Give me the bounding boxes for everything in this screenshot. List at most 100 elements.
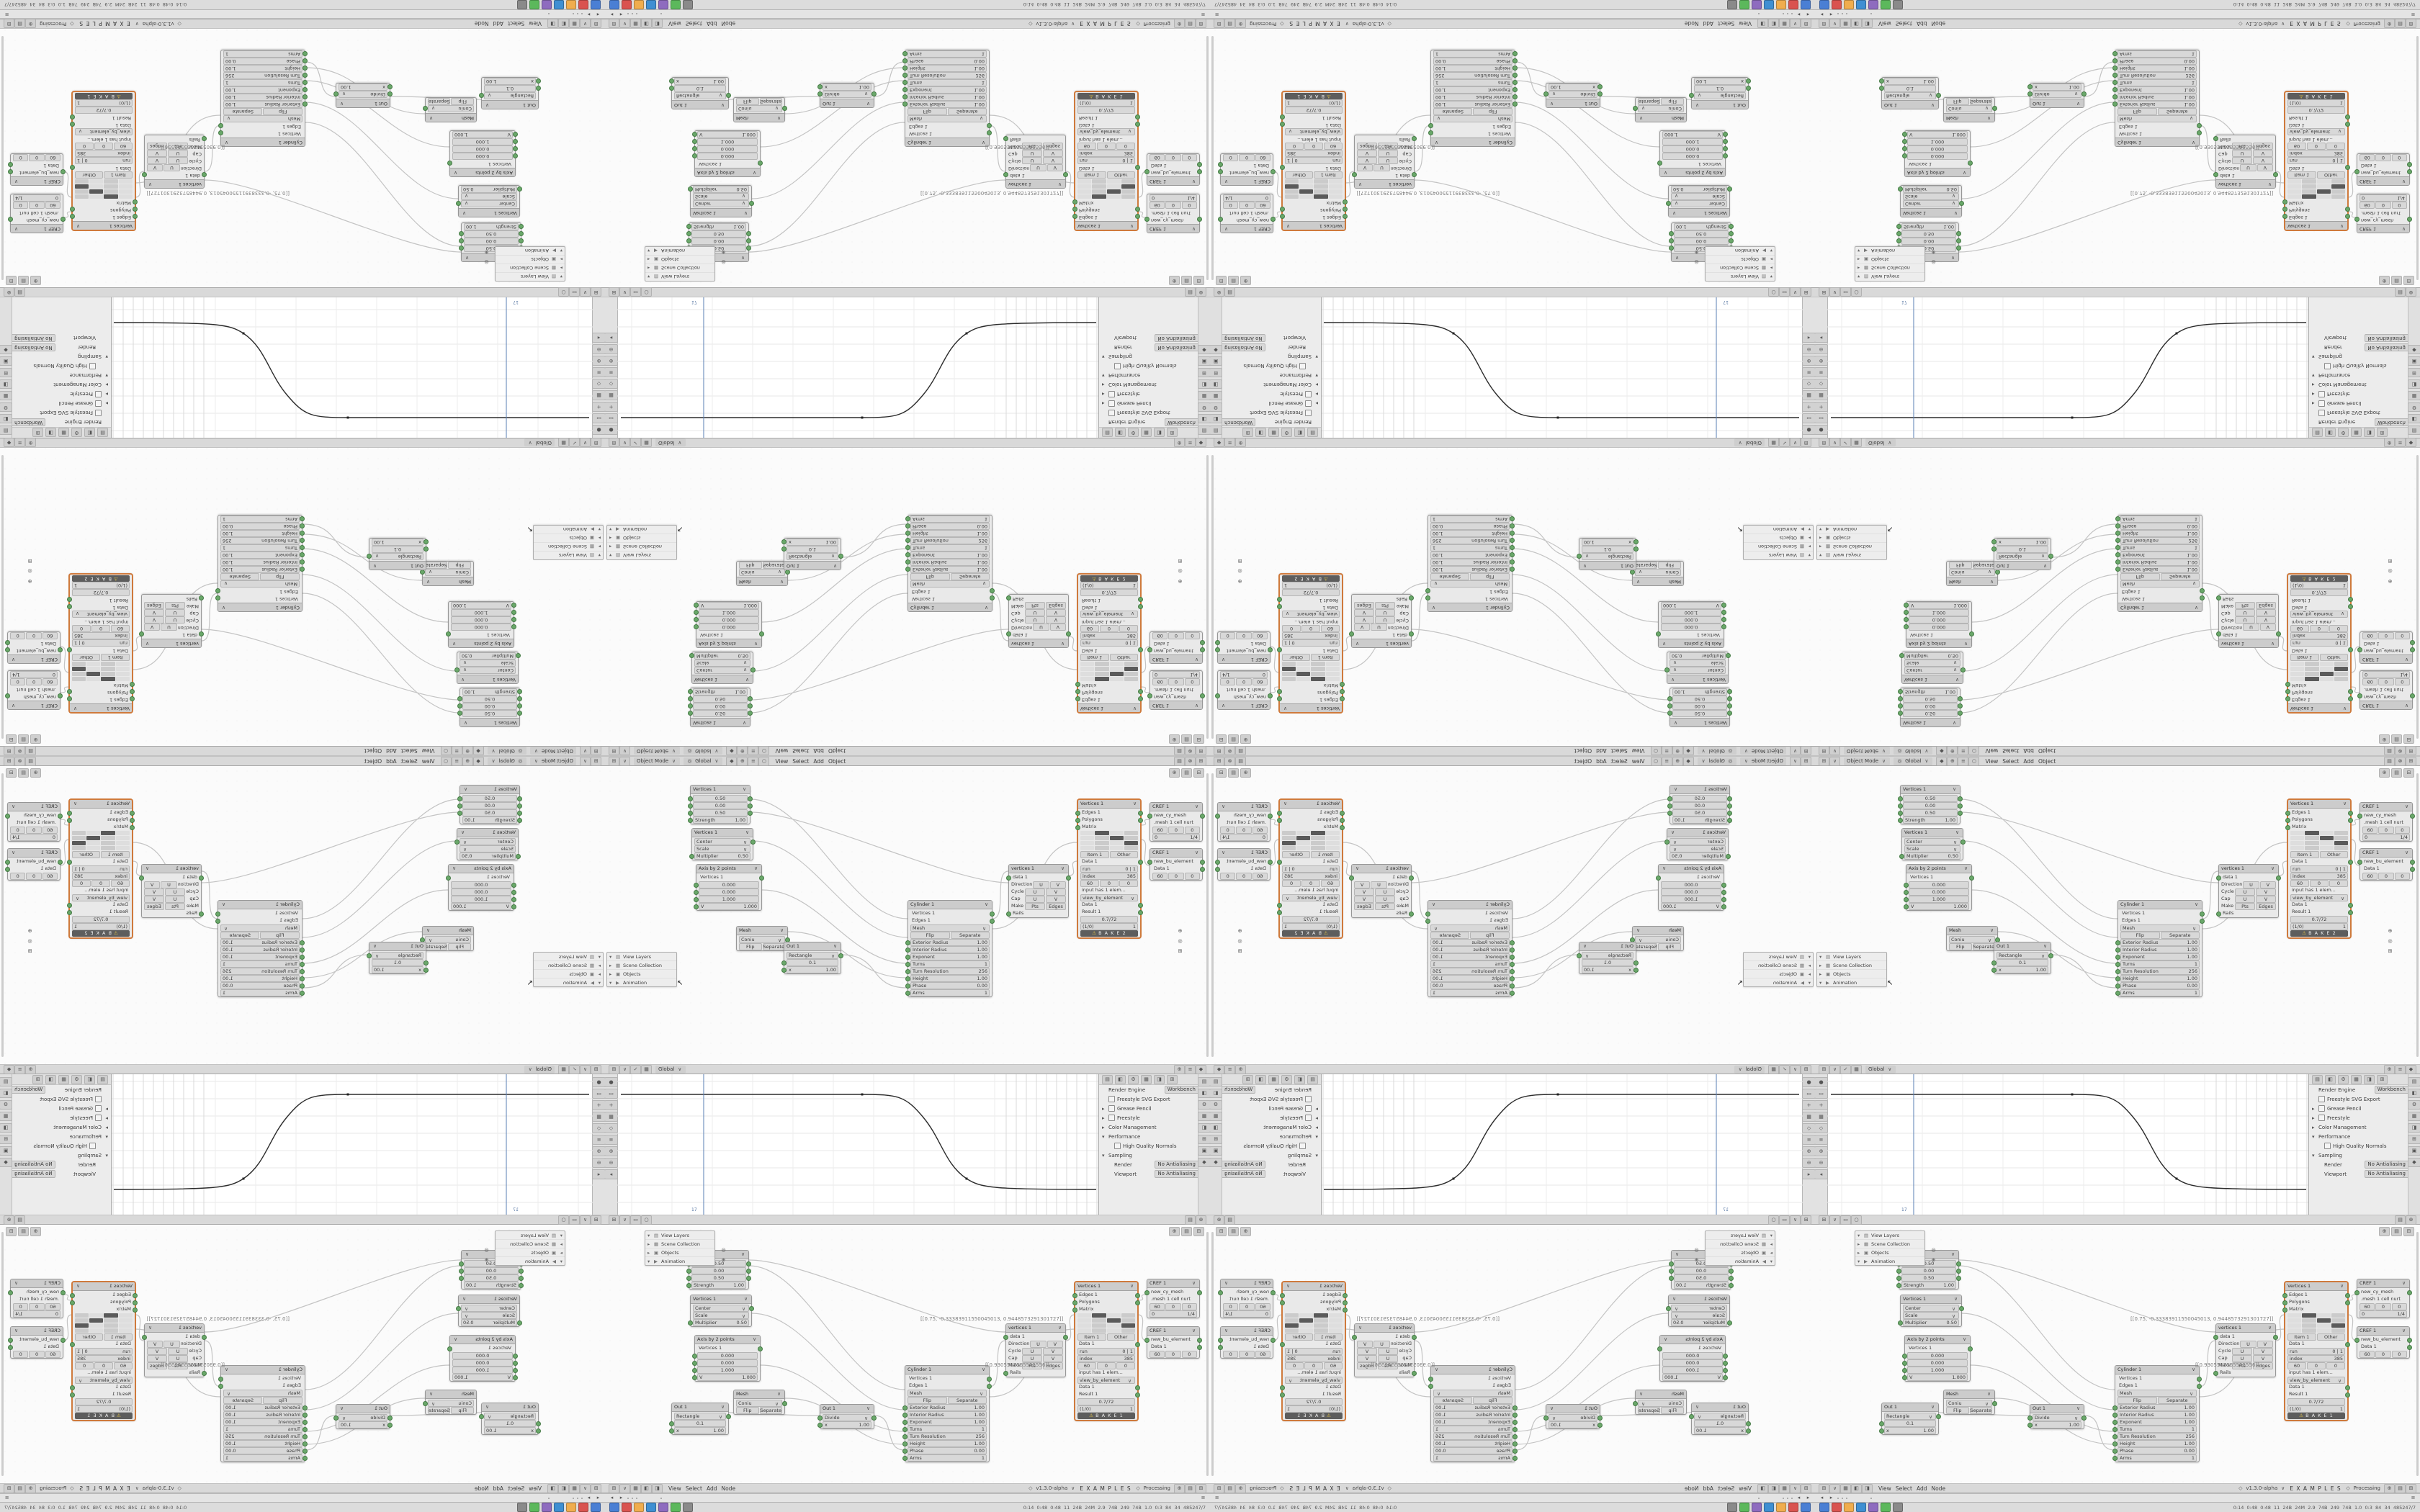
curve-editor[interactable]: ●▭+▦◇≡⊕⊖◂ 17 xyxy=(112,297,605,438)
toggle-button[interactable]: 0 xyxy=(2394,632,2410,640)
node-title[interactable]: CREF 1∨ xyxy=(8,701,60,709)
grid-icon[interactable]: ▦ xyxy=(641,1064,652,1074)
menu-icon[interactable]: ≡ xyxy=(1802,367,1815,377)
toggle-button[interactable]: 60 xyxy=(2287,143,2306,150)
toggle-button[interactable]: Item 1 xyxy=(2287,171,2316,179)
expand-arrow-icon[interactable]: ▸ xyxy=(1770,265,1773,271)
dropdown-pill[interactable]: Rectangle∨ xyxy=(674,92,726,100)
toggle-button[interactable]: U xyxy=(1025,609,1045,617)
dropdown-pill[interactable]: Scale∨ xyxy=(1904,660,1960,667)
collapse-arrow-icon[interactable]: ∨ xyxy=(1670,677,1675,683)
terminal-app-icon[interactable] xyxy=(646,0,656,9)
view-layer-tab-icon[interactable]: ▦ xyxy=(1198,391,1210,400)
dropdown-pill[interactable]: Center∨ xyxy=(693,200,749,208)
collapse-arrow-icon[interactable]: ∨ xyxy=(1191,1328,1196,1333)
toggle-button[interactable]: Pts xyxy=(1375,602,1395,610)
viewport-menu-object[interactable]: Object xyxy=(364,757,382,765)
number-pill[interactable]: 0.00 xyxy=(464,1266,519,1274)
number-pill[interactable]: 1.000 xyxy=(1909,609,1969,617)
node-title[interactable]: Out 1∨ xyxy=(336,1405,390,1413)
add-icon[interactable]: ⊕ xyxy=(737,756,748,766)
render-tab-icon[interactable]: ◧ xyxy=(1198,414,1210,423)
editor-type-icon[interactable]: ⊞ xyxy=(609,756,619,766)
chevron-down-icon[interactable]: ∨ xyxy=(1829,19,1840,29)
toggle-button[interactable]: 0 xyxy=(1236,678,1252,686)
node-number-field[interactable]: 0.000 xyxy=(451,616,511,624)
node-menu-select[interactable]: Select xyxy=(508,1485,525,1492)
node-title[interactable]: Cylinder 1∨ xyxy=(2115,138,2199,146)
overlay-icon[interactable]: ▤ xyxy=(14,1483,25,1493)
toggle-button[interactable]: 60 xyxy=(1252,632,1268,640)
collapse-arrow-icon[interactable]: ∨ xyxy=(776,115,781,121)
toggle-button[interactable]: U xyxy=(1375,616,1395,624)
settings-tab-icon[interactable]: ⚙ xyxy=(2408,402,2420,412)
toggle-button[interactable]: Separate xyxy=(425,942,448,950)
handle-icon[interactable]: ◇ xyxy=(592,1123,605,1133)
toggle-button[interactable]: U xyxy=(1030,1340,1047,1348)
toggle-button[interactable]: Flip xyxy=(736,98,759,106)
node-dropdown[interactable]: Coniu∨ xyxy=(739,569,785,577)
options-icon[interactable]: ⊗ xyxy=(14,746,25,756)
node-title[interactable]: Vertices 1∨ xyxy=(70,703,132,712)
toggle-button[interactable]: 0 xyxy=(13,202,29,210)
toggle-button[interactable]: Flip xyxy=(910,931,950,939)
value-pill[interactable]: (1/0)1 xyxy=(1282,582,1340,590)
move-gizmo-icon[interactable]: ⊕ xyxy=(27,928,32,934)
collapse-arrow-icon[interactable]: ∨ xyxy=(1955,677,1960,683)
number-pill[interactable]: 0.50 xyxy=(693,794,748,802)
node-title[interactable]: vertices 1∨ xyxy=(142,639,201,647)
toggle-button[interactable]: 60 xyxy=(111,879,130,887)
node-title[interactable]: CREF 1∨ xyxy=(8,803,60,811)
zoom-in-icon[interactable]: ⊕ xyxy=(1240,734,1251,744)
toggle-button[interactable]: Edges xyxy=(1354,602,1374,610)
toggle-button[interactable]: 60 xyxy=(2362,632,2378,640)
collapse-arrow-icon[interactable]: ∨ xyxy=(1963,641,1968,647)
node-title[interactable]: Vertices 1∨ xyxy=(1280,703,1342,712)
node-title[interactable]: Vertices 1∨ xyxy=(70,800,132,809)
node-number-field[interactable]: 0.000 xyxy=(1662,145,1723,153)
next-icon[interactable]: ▸ xyxy=(1829,12,1833,17)
viewport-menu-select[interactable]: Select xyxy=(400,747,418,755)
rotate-gizmo-icon[interactable]: ◎ xyxy=(27,568,32,574)
node-dropdown[interactable]: view_by_element∨ xyxy=(72,894,130,901)
collapse-arrow-icon[interactable]: ∨ xyxy=(73,801,78,806)
toggle-button[interactable]: 0 xyxy=(1282,625,1301,633)
node-number-field[interactable]: 0.00 xyxy=(1901,238,1956,246)
active-icon[interactable]: ✓ xyxy=(630,438,641,448)
node-title[interactable]: Axis by 2 points∨ xyxy=(450,168,515,176)
number-pill[interactable]: 0.000 xyxy=(451,616,511,624)
node-dropdown[interactable]: view_by_element∨ xyxy=(1080,611,1138,618)
toggle-button[interactable]: 60 xyxy=(1150,1350,1165,1358)
outliner-item-scene-collection[interactable]: ▸▦Scene Collection xyxy=(1817,542,1886,551)
toggle-button[interactable]: V xyxy=(144,609,164,617)
chevron-down-icon[interactable]: ∨ xyxy=(1829,438,1840,448)
toggle-button[interactable]: 0 xyxy=(1100,879,1119,887)
